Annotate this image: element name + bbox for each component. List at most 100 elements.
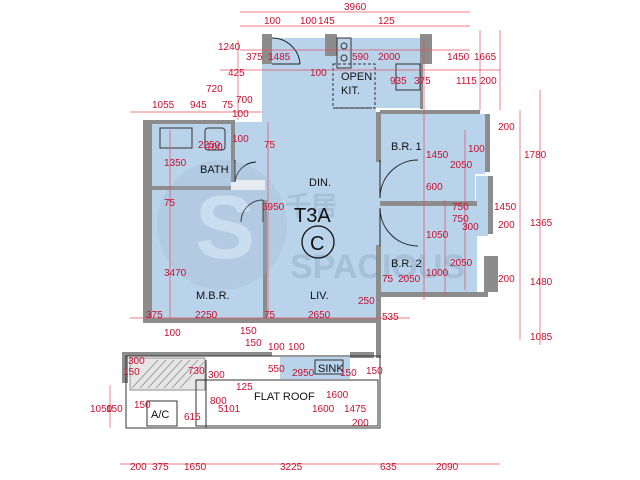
dim-bal-23: 100 [288, 342, 305, 353]
kitchen-counter [336, 37, 352, 69]
dim-low-2650: 2650 [308, 310, 331, 321]
dim-top-row-3: 100 [300, 16, 317, 27]
door-br1 [379, 159, 419, 199]
wall-top-left [262, 34, 272, 64]
master-bedroom-fill [152, 190, 265, 318]
wall-br-left-lower [376, 245, 381, 318]
dim-bath-75: 75 [264, 140, 276, 151]
hob-burner-icon [340, 42, 348, 50]
dim-bal-22: 200 [352, 418, 369, 429]
dim-bal-3: 300 [128, 356, 145, 367]
unit-letter: C [310, 233, 324, 255]
wall-bath-bottom [152, 186, 231, 190]
dim-bal-21: 1600 [312, 404, 335, 415]
unit-type: T3A C [294, 205, 335, 259]
door-bath [234, 160, 257, 183]
wall-balcony-top [122, 352, 272, 356]
room-label-flat-roof: FLAT ROOF [254, 391, 315, 403]
dim-bal-11: 730 [188, 366, 205, 377]
dim-bal-4: 150 [245, 338, 262, 349]
dim-bal-1: 150 [123, 367, 140, 378]
bedroom1-fill [380, 114, 475, 202]
dim-third-5: 200 [480, 76, 497, 87]
bedroom-window-box-1 [475, 114, 485, 174]
wall-br-left [376, 112, 381, 162]
dim-bal-13: 1600 [326, 390, 349, 401]
balcony-hatch [129, 357, 206, 391]
dim-second-3: 2000 [378, 52, 401, 63]
dim-bottom-4: 635 [380, 462, 397, 473]
toilet [204, 127, 226, 151]
dim-br2-1450: 1450 [494, 202, 517, 213]
watermark-text: SPACIOUS [290, 248, 465, 286]
dim-second-4: 1450 [447, 52, 470, 63]
watermark: S 千居 SPACIOUS [157, 160, 465, 290]
door-br2 [379, 207, 419, 247]
dim-low-75: 75 [264, 310, 276, 321]
wall-sink-right [350, 352, 374, 358]
wall-br-right-2 [488, 176, 493, 234]
wall-left-outer [143, 120, 152, 320]
balcony-outline [125, 355, 381, 429]
dim-low-200: 200 [498, 274, 515, 285]
dim-top-row-2: 125 [378, 16, 395, 27]
dim-low-375: 375 [146, 310, 163, 321]
bedroom2-fill [380, 206, 477, 294]
dim-bottom-5: 2090 [436, 462, 459, 473]
dim-bath-100: 100 [232, 134, 249, 145]
dim-bal-17: 615 [184, 412, 201, 423]
dim-br2-200: 200 [498, 220, 515, 231]
dim-low-535: 535 [382, 312, 399, 323]
dim-third-0: 425 [228, 68, 245, 79]
sink-fixture [314, 359, 344, 375]
dim-75a: 75 [222, 100, 234, 111]
wall-bath-top [143, 120, 235, 124]
watermark-chinese: 千居 [285, 192, 337, 222]
dim-br2-2050: 2050 [450, 258, 473, 269]
dim-bal-2: 100 [164, 328, 181, 339]
dim-left-2: 100 [232, 109, 249, 120]
dim-bottom-2: 1650 [184, 462, 207, 473]
dim-bal-12: 100 [268, 342, 285, 353]
unit-letter-circle [301, 225, 335, 259]
flat-roof-outline [195, 379, 379, 427]
wall-liv-right-low [376, 318, 381, 358]
wall-top-center [325, 34, 337, 56]
room-label-bedroom-1: B.R. 1 [391, 141, 422, 153]
door-mbr [240, 199, 264, 223]
dim-top-row-0: 100 [264, 16, 281, 27]
dim-third-4: 1115 [456, 76, 477, 87]
wall-kitchen-right [420, 64, 423, 109]
dim-bal-10: 150 [340, 368, 357, 379]
room-label-open-kitchen-2: KIT. [341, 85, 360, 97]
room-label-living: LIV. [310, 290, 329, 302]
dim-third-2: 935 [390, 76, 407, 87]
doors [234, 37, 419, 247]
dim-low-75b: 75 [382, 274, 394, 285]
ac-outline [146, 400, 178, 427]
room-label-master-bedroom: M.B.R. [196, 290, 230, 302]
dim-br2-750: 750 [452, 202, 469, 213]
dim-second-0: 375 [246, 52, 263, 63]
dim-br1-2050: 2050 [450, 160, 473, 171]
dim-bal-15: 1050 [90, 404, 113, 415]
dim-low-2050: 2050 [398, 274, 421, 285]
sink-basin [314, 359, 344, 375]
dim-750: 750 [452, 214, 469, 225]
dim-bal-18: 800 [210, 396, 227, 407]
dimension-lines [109, 11, 541, 465]
dim-bath-1350: 1350 [164, 158, 187, 169]
dim-bottom-1: 375 [152, 462, 169, 473]
room-label-bedroom-2: B.R. 2 [391, 258, 422, 270]
dim-br1-200: 200 [498, 122, 515, 133]
kitchen-fixtures [332, 37, 421, 109]
dim-br2-1365: 1365 [530, 218, 553, 229]
dim-bottom-3: 3225 [280, 462, 303, 473]
dim-second-2: 590 [352, 52, 369, 63]
hob-burner-icon-2 [340, 54, 348, 62]
dim-second-5: 1665 [474, 52, 497, 63]
dim-left-3: 100 [206, 142, 223, 153]
fridge [395, 63, 421, 91]
dim-br1-1450: 1450 [426, 150, 449, 161]
